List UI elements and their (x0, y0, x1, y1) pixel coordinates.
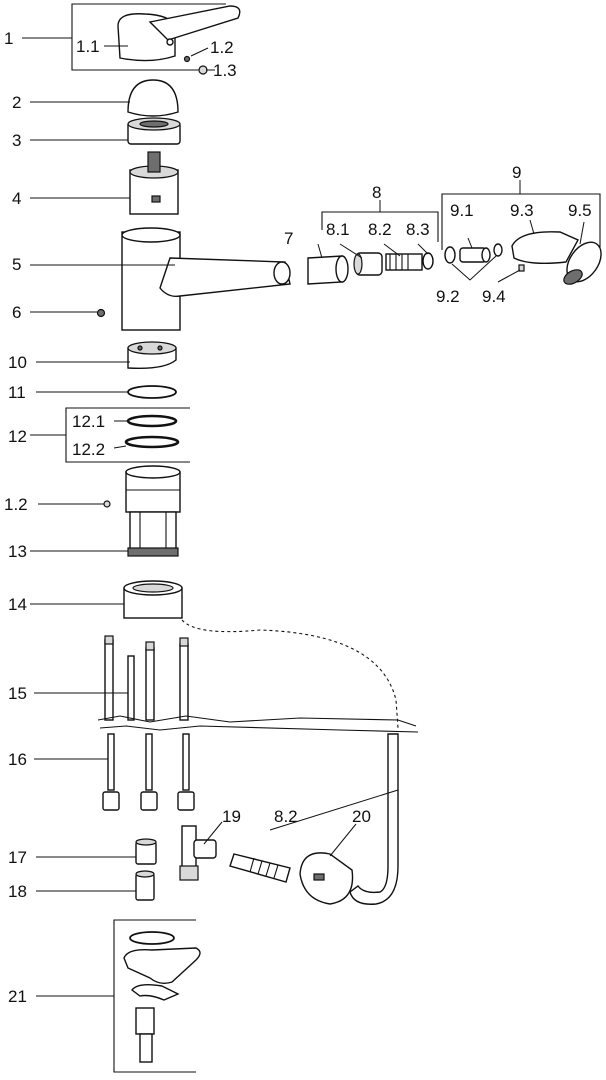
part-8-2-lower-hose-fitting (229, 853, 291, 883)
label-16: 16 (8, 750, 27, 769)
part-20-hose-weight (299, 852, 354, 905)
label-15: 15 (8, 684, 27, 703)
part-14-fixing-nut (123, 580, 183, 619)
label-9-3: 9.3 (510, 201, 534, 220)
label-8-1: 8.1 (326, 220, 350, 239)
label-8: 8 (372, 183, 381, 202)
part-9-3-spray-housing (511, 231, 579, 265)
label-21: 21 (8, 987, 27, 1006)
part-12-2-o-ring (124, 435, 180, 449)
part-19-t-valve (179, 825, 217, 881)
label-1-2-lower: 1.2 (4, 495, 28, 514)
label-19: 19 (222, 807, 241, 826)
label-12-1: 12.1 (72, 412, 105, 431)
label-17: 17 (8, 848, 27, 867)
handle-1-1-shape (117, 5, 241, 62)
leader-8-3 (417, 243, 429, 255)
part-9-4-pin (518, 264, 525, 272)
leader-9-5 (579, 221, 585, 245)
label-5: 5 (12, 255, 21, 274)
part-12-1-o-ring (126, 414, 178, 428)
part-1-2-screw-lower (103, 500, 111, 508)
leader-19 (203, 821, 223, 845)
part-21-clip (131, 983, 180, 1001)
label-12: 12 (8, 427, 27, 446)
label-9: 9 (512, 163, 521, 182)
part-1-2-screw (183, 55, 191, 63)
label-9-2: 9.2 (436, 287, 460, 306)
label-9-5: 9.5 (568, 201, 592, 220)
bracket-9 (441, 193, 601, 250)
part-2-cap (127, 79, 179, 117)
leader-8-2-lower (269, 789, 399, 831)
label-12-2: 12.2 (72, 440, 105, 459)
label-7: 7 (284, 229, 293, 248)
label-20: 20 (352, 807, 371, 826)
label-1-2: 1.2 (210, 38, 234, 57)
leader-9-3 (529, 219, 535, 235)
part-1-handle-group (71, 3, 241, 75)
part-8-2-hose-fitting (385, 253, 423, 271)
leader-8-1 (339, 243, 363, 259)
part-1-3-plug (198, 65, 208, 75)
leader-9-1 (467, 237, 473, 249)
label-3: 3 (12, 131, 21, 150)
part-21-stud (135, 1007, 155, 1063)
label-8-2: 8.2 (368, 220, 392, 239)
part-18-adapter (135, 870, 155, 901)
part-15-16-hoses (97, 635, 419, 811)
part-17-adapter (135, 838, 157, 865)
label-9-4: 9.4 (482, 287, 506, 306)
part-7-sleeve (307, 255, 349, 285)
part-3-nut (127, 117, 181, 145)
bracket-1 (71, 3, 226, 71)
part-4-cartridge (129, 151, 179, 215)
label-11: 11 (8, 383, 26, 402)
label-10: 10 (8, 353, 27, 372)
leader-12-2 (113, 445, 127, 449)
label-8-2-lower: 8.2 (274, 807, 298, 826)
label-4: 4 (12, 189, 21, 208)
part-9-2-washer-a (444, 246, 456, 264)
part-5-body (121, 227, 291, 331)
part-9-2-washer-b (493, 243, 503, 257)
label-8-3: 8.3 (406, 220, 430, 239)
part-8-3-washer (422, 252, 434, 270)
pull-out-hose (349, 733, 399, 905)
leader-1-2 (190, 47, 209, 57)
part-13-shank (125, 465, 181, 557)
label-14: 14 (8, 595, 27, 614)
part-11-ring (127, 385, 177, 399)
leader-9-2 (451, 255, 497, 281)
leader-7 (317, 243, 323, 259)
label-9-1: 9.1 (450, 201, 474, 220)
part-9-1-insert (459, 247, 491, 263)
leader-9-4 (497, 269, 521, 283)
leader-8-2 (383, 243, 401, 257)
label-1-1: 1.1 (76, 37, 100, 56)
label-18: 18 (8, 882, 27, 901)
hose-route-dashed (181, 619, 399, 729)
part-21-ring (129, 931, 175, 945)
part-9-5-spray-nozzle (563, 241, 602, 285)
label-1: 1 (4, 29, 13, 48)
label-1-3: 1.3 (213, 61, 237, 80)
label-13: 13 (8, 542, 27, 561)
part-6-screw (96, 308, 106, 318)
part-10-base-piece (127, 341, 177, 370)
label-2: 2 (12, 93, 21, 112)
leader-20 (329, 823, 357, 857)
part-8-1-nut (353, 252, 383, 276)
label-6: 6 (12, 303, 21, 322)
part-21-plate (123, 947, 201, 985)
